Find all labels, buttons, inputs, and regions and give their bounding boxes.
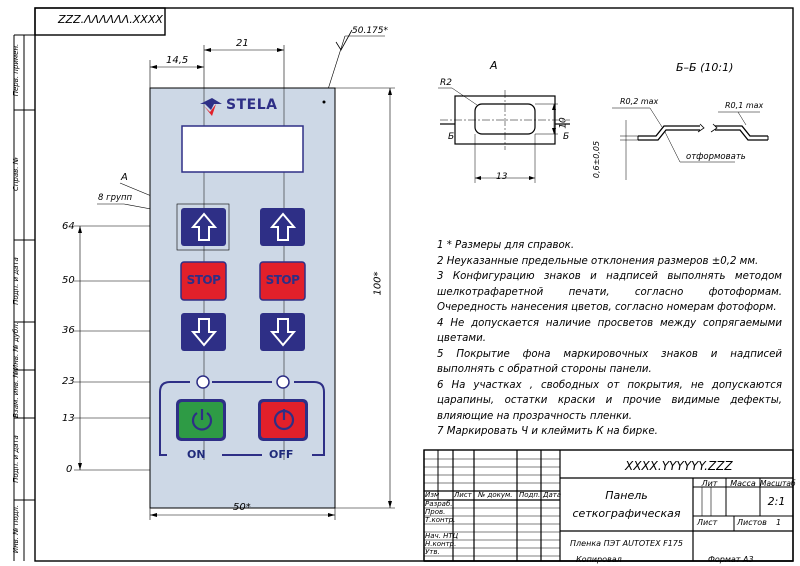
title-sheets-count: 1 (776, 518, 782, 527)
section-bb-note: отформовать (686, 152, 746, 162)
role-prov: Пров. (425, 508, 446, 516)
stop-button-right[interactable]: STOP (265, 273, 300, 287)
stela-logo-icon (200, 98, 222, 116)
role-tkontr: Т.контр. (425, 516, 456, 524)
detail-a-section-left: Б (448, 132, 455, 142)
power-icon[interactable] (189, 407, 215, 433)
title-mass: Масса (730, 479, 756, 488)
dim-level-64: 64 (62, 221, 75, 232)
title-code: XXXX.YYYYYY.ZZZ (625, 459, 733, 473)
note-7: 7 Маркировать Ч и клеймить К на бирке. (437, 426, 658, 437)
off-label: OFF (269, 448, 294, 461)
note-4: 4 Не допускается наличие просветов между… (437, 317, 782, 345)
dim-level-0: 0 (66, 464, 73, 475)
dim-level-23: 23 (62, 376, 75, 387)
section-bb-r01: R0,1 max (725, 101, 764, 110)
group-label: 8 групп (98, 193, 133, 203)
hdr-izm: Изм (425, 491, 440, 499)
dim-level-50: 50 (62, 275, 75, 286)
roughness-value: 50.175* (352, 26, 388, 36)
view-a-label: A (121, 172, 128, 183)
note-1: 1 * Размеры для справок. (437, 240, 575, 251)
title-name-line1: Панель (605, 489, 648, 502)
down-arrow-icon[interactable] (270, 317, 296, 347)
title-sheets: Листов (737, 518, 767, 527)
footer-format: Формат А3 (708, 555, 754, 564)
title-scale: 2:1 (767, 495, 786, 508)
title-scale-header: Масштаб (760, 479, 796, 488)
hdr-dokum: № докум. (478, 491, 513, 499)
note-2: 2 Неуказанные предельные отклонения разм… (437, 255, 759, 267)
dim-level-36: 36 (62, 325, 75, 336)
technical-notes: 1 * Размеры для справок. 2 Неуказанные п… (437, 238, 782, 440)
hdr-podp: Подп. (519, 491, 541, 499)
section-bb-view (612, 107, 769, 180)
off-circle-icon[interactable] (271, 407, 297, 433)
role-utv: Утв. (425, 548, 440, 556)
role-razrab: Разраб. (425, 500, 453, 508)
note-6: 6 На участках , свободных от покрытия, н… (437, 379, 782, 422)
hdr-list: Лист (454, 491, 472, 499)
up-arrow-icon[interactable] (270, 212, 296, 242)
top-code: ZZZ.ΛΛΛΛΛΛ.XXXX (58, 13, 163, 26)
note-5: 5 Покрытие фона маркировочных знаков и н… (437, 348, 782, 376)
up-arrow-icon[interactable] (191, 212, 217, 242)
stop-button-left[interactable]: STOP (186, 273, 221, 287)
detail-a-section-right: Б (563, 132, 570, 142)
title-sheet: Лист (697, 518, 718, 527)
dim-14-5: 14,5 (166, 55, 189, 66)
detail-a-13: 13 (496, 172, 508, 182)
on-label: ON (187, 448, 206, 461)
role-nach-ntc: Нач. НТЦ (425, 532, 459, 540)
title-name-line2: сеткографическая (572, 507, 681, 520)
detail-a-title: A (490, 59, 498, 72)
note-3: 3 Конфигурацию знаков и надписей выполня… (437, 271, 782, 313)
title-material: Пленка ПЭТ AUTOTEX F175 (570, 539, 683, 548)
dim-level-13: 13 (62, 413, 75, 424)
hdr-data: Дата (543, 491, 562, 499)
dim-21: 21 (236, 38, 249, 49)
role-nkontr: Н.контр. (425, 540, 457, 548)
brand-name: STELA (226, 97, 278, 113)
footer-copied: Копировал (576, 555, 622, 564)
detail-a-r2: R2 (440, 78, 452, 88)
dim-50: 50* (233, 502, 251, 513)
section-bb-r02: R0,2 max (620, 97, 659, 106)
title-lit: Лит (701, 479, 718, 488)
down-arrow-icon[interactable] (191, 317, 217, 347)
section-bb-title: Б–Б (10:1) (676, 61, 734, 74)
detail-a-view (438, 87, 570, 183)
